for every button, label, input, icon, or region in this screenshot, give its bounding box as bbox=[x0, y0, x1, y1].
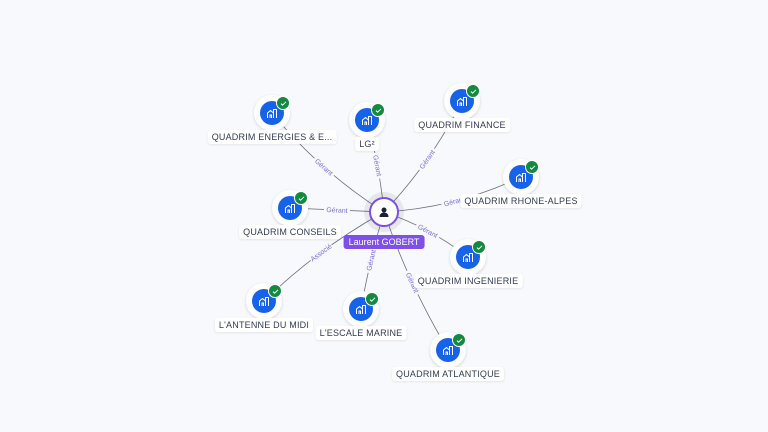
edge-label-bg bbox=[311, 154, 338, 179]
person-name: Laurent GOBERT bbox=[343, 235, 425, 249]
edge-label: Gérant bbox=[326, 207, 348, 215]
company-label: LG² bbox=[355, 137, 379, 151]
edge-label-bg bbox=[403, 268, 423, 297]
verified-check-icon bbox=[466, 84, 480, 98]
edge-label-bg bbox=[371, 151, 385, 180]
company-label: QUADRIM ENERGIES & E... bbox=[207, 130, 337, 144]
company-label: QUADRIM RHONE-ALPES bbox=[460, 194, 582, 208]
edge-label-bg bbox=[415, 145, 438, 173]
edge-label-bg bbox=[323, 204, 351, 215]
company-label: QUADRIM FINANCE bbox=[414, 118, 510, 132]
edge-label: Gérant bbox=[366, 249, 378, 271]
person-icon bbox=[369, 197, 399, 227]
edge-label-bg bbox=[307, 240, 334, 264]
verified-check-icon bbox=[371, 103, 385, 117]
verified-check-icon bbox=[525, 160, 539, 174]
edge-label: Gérant bbox=[371, 155, 382, 177]
verified-check-icon bbox=[276, 96, 290, 110]
edge-label-bg bbox=[363, 246, 378, 274]
company-label: L'ANTENNE DU MIDI bbox=[214, 318, 314, 332]
building-icon bbox=[349, 297, 373, 321]
company-label: QUADRIM INGENIERIE bbox=[413, 274, 523, 288]
verified-check-icon bbox=[452, 333, 466, 347]
company-label: L'ESCALE MARINE bbox=[315, 326, 407, 340]
edge-label-bg bbox=[414, 220, 442, 241]
company-label: QUADRIM CONSEILS bbox=[239, 225, 341, 239]
company-label: QUADRIM ATLANTIQUE bbox=[392, 367, 504, 381]
verified-check-icon bbox=[472, 240, 486, 254]
verified-check-icon bbox=[268, 284, 282, 298]
verified-check-icon bbox=[365, 292, 379, 306]
verified-check-icon bbox=[294, 191, 308, 205]
